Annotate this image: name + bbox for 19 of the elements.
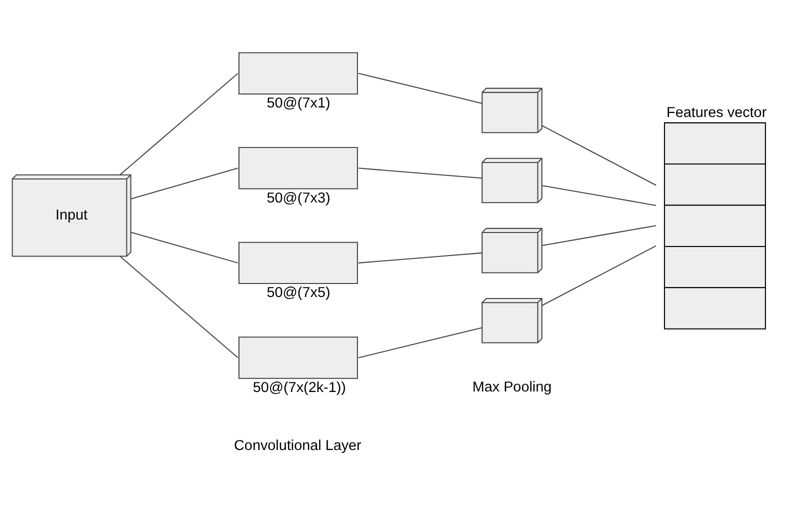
connector (542, 245, 656, 306)
connector (358, 72, 482, 104)
label: Convolutional Layer (234, 438, 362, 454)
connector (120, 72, 238, 176)
connector (542, 225, 656, 246)
connector (358, 327, 482, 358)
connector (358, 252, 482, 264)
node-label: 50@(7x3) (266, 190, 330, 206)
node-label: 50@(7x(2k-1)) (252, 380, 346, 396)
node-label: 50@(7x1) (266, 96, 330, 112)
node-label: 50@(7x5) (266, 285, 330, 302)
label: Max Pooling (472, 379, 552, 396)
connector (358, 168, 482, 179)
connector (120, 256, 238, 358)
node-label: Features vector (666, 104, 767, 121)
connector (542, 125, 656, 186)
connector (542, 185, 656, 206)
connector (130, 168, 238, 200)
connector (130, 232, 238, 264)
